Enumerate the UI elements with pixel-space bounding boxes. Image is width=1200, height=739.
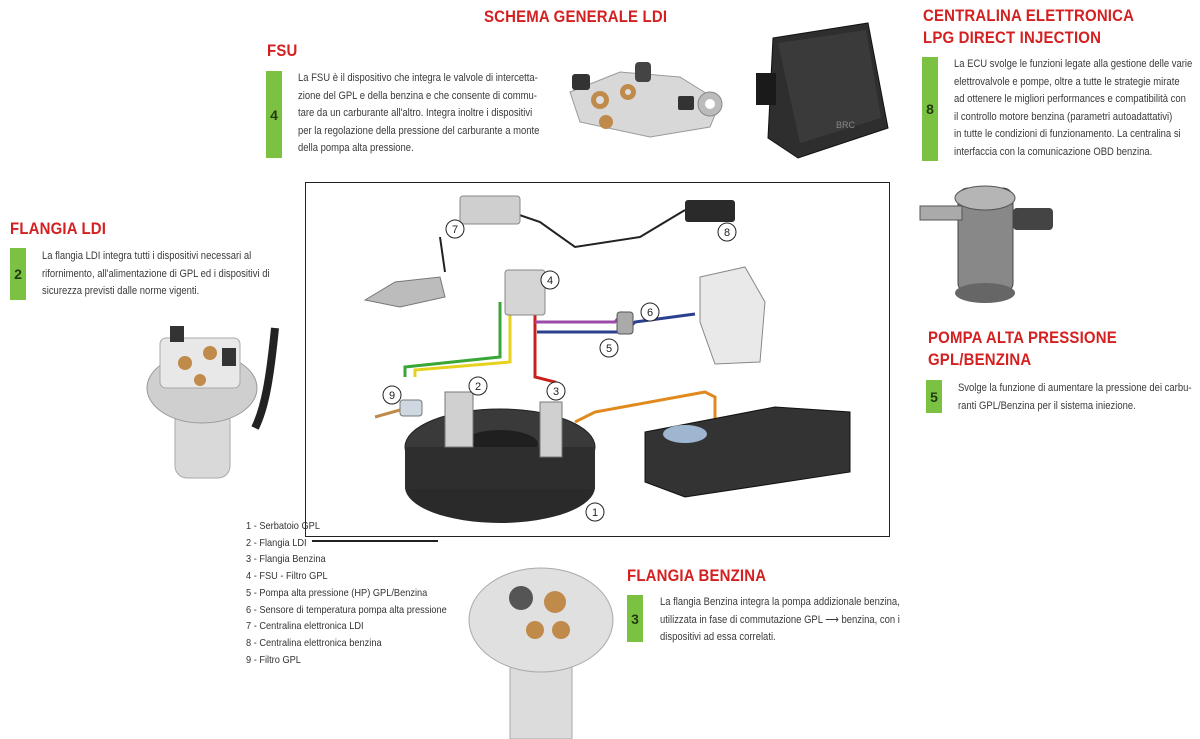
catalytic-converter xyxy=(363,276,446,308)
pompa-component-image xyxy=(919,185,1053,303)
fsu-box xyxy=(504,269,546,316)
callout-circle xyxy=(540,270,560,290)
legend-item: 1 - Serbatoio GPL xyxy=(246,520,320,532)
ecu-ldi-box xyxy=(459,195,521,225)
callout-circle xyxy=(717,222,737,242)
legend-item: 3 - Flangia Benzina xyxy=(246,553,326,566)
ecu-component-image: BRC xyxy=(756,22,889,159)
callout-circle xyxy=(599,338,619,358)
schematic-diagram: 1 2 3 4 5 6 7 8 9 xyxy=(363,195,851,523)
fsu-title: FSU xyxy=(267,41,298,60)
legend-item: 2 - Flangia LDI xyxy=(246,536,307,549)
callout-number: 2 xyxy=(475,381,481,393)
callout-number: 1 xyxy=(592,507,598,519)
callout-number: 5 xyxy=(606,343,612,355)
callout-number: 9 xyxy=(389,390,395,402)
ecu-description: La ECU svolge le funzioni legate alla ge… xyxy=(954,58,1193,158)
page-title: SCHEMA GENERALE LDI xyxy=(484,7,668,26)
fsu-description: La FSU è il dispositivo che integra le v… xyxy=(298,72,540,154)
callout-number: 7 xyxy=(452,224,458,236)
flangia-benzina-number-badge: 3 xyxy=(627,595,643,642)
callout-circle xyxy=(546,381,566,401)
callout-number: 3 xyxy=(553,386,559,398)
ecu-box-label: BRC xyxy=(836,120,856,130)
legend-item: 8 - Centralina elettronica benzina xyxy=(246,636,382,649)
flangia-ldi-description: La flangia LDI integra tutti i dispositi… xyxy=(42,250,270,297)
flangia-benzina-description: La flangia Benzina integra la pompa addi… xyxy=(660,596,900,643)
flangia-ldi-title: FLANGIA LDI xyxy=(10,219,107,238)
flangia-ldi-number-badge: 2 xyxy=(10,248,26,300)
diagram-legend: 1 - Serbatoio GPL 2 - Flangia LDI 3 - Fl… xyxy=(246,518,474,668)
legend-item: 4 - FSU - Filtro GPL xyxy=(246,570,328,583)
pompa-number-badge: 5 xyxy=(926,380,942,413)
ecu-benzina-box xyxy=(685,200,735,222)
callout-circle xyxy=(382,385,402,405)
legend-item: 6 - Sensore di temperatura pompa alta pr… xyxy=(246,603,447,616)
engine xyxy=(699,266,766,365)
callout-circle xyxy=(468,376,488,396)
callout-circle xyxy=(445,219,465,239)
fsu-component-image xyxy=(569,62,723,138)
fsu-number-badge: 4 xyxy=(266,71,282,158)
callout-circle xyxy=(585,502,605,522)
pompa-description: Svolge la funzione di aumentare la press… xyxy=(958,382,1192,412)
legend-connector-line xyxy=(312,540,438,542)
legend-item: 7 - Centralina elettronica LDI xyxy=(246,620,364,633)
legend-item: 5 - Pompa alta pressione (HP) GPL/Benzin… xyxy=(246,586,428,599)
callout-circle xyxy=(640,302,660,322)
gasoline-tank xyxy=(644,406,851,498)
flangia-ldi-component-image xyxy=(146,326,279,479)
flangia-benzina-title: FLANGIA BENZINA xyxy=(627,566,767,585)
callout-number: 4 xyxy=(547,275,553,287)
callout-number: 6 xyxy=(647,307,653,319)
flangia-benzina-component-image xyxy=(468,567,614,739)
legend-item: 9 - Filtro GPL xyxy=(246,653,301,666)
schematic-diagram-frame xyxy=(305,182,890,537)
callout-number: 8 xyxy=(724,227,730,239)
ecu-number-badge: 8 xyxy=(922,57,938,161)
